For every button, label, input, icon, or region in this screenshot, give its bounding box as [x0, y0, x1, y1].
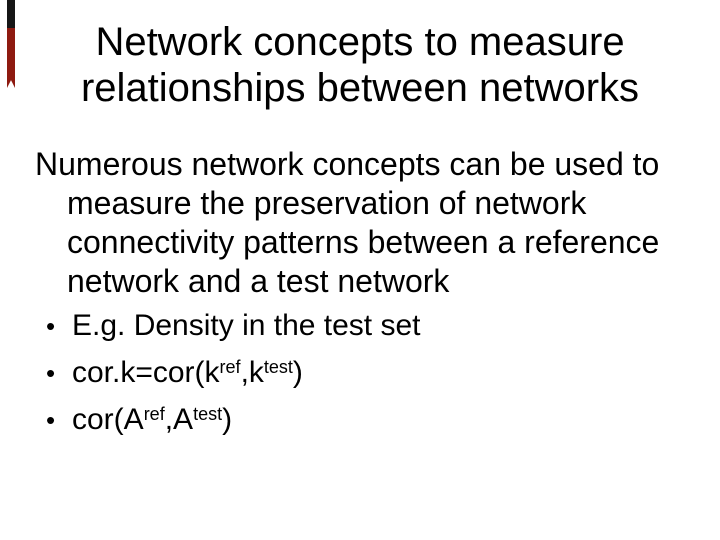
formula-text: cor(A	[72, 403, 144, 436]
body-paragraph: Numerous network concepts can be used to…	[35, 145, 659, 301]
superscript-test: test	[263, 357, 293, 377]
paragraph-line: Numerous network concepts can be used to	[35, 146, 660, 182]
paragraph-line: measure the preservation of network	[67, 185, 587, 221]
bullet-text: E.g. Density in the test set	[72, 309, 421, 342]
superscript-ref: ref	[219, 357, 241, 377]
formula-text: cor.k=cor(k	[72, 356, 220, 389]
bullet-marker-icon: •	[46, 358, 56, 388]
formula-text: ,k	[240, 356, 264, 389]
paragraph-line: network and a test network	[67, 263, 450, 299]
bookmark-ribbon-icon	[7, 0, 15, 88]
bullet-item-cor-a: • cor(Aref,Atest)	[46, 400, 232, 443]
formula-text: )	[292, 356, 303, 389]
superscript-test: test	[193, 404, 223, 424]
bullet-marker-icon: •	[46, 405, 56, 435]
slide-title: Network concepts to measure relationship…	[0, 19, 720, 111]
bullet-marker-icon: •	[46, 311, 56, 341]
title-line-2: relationships between networks	[80, 66, 640, 110]
formula-text: )	[222, 403, 233, 436]
title-line-1: Network concepts to measure	[95, 20, 625, 64]
bullet-item-cor-k: • cor.k=cor(kref,ktest)	[46, 353, 303, 396]
superscript-ref: ref	[143, 404, 165, 424]
bullet-item-density: • E.g. Density in the test set	[46, 306, 421, 346]
paragraph-line: connectivity patterns between a referenc…	[67, 224, 660, 260]
formula-text: ,A	[164, 403, 194, 436]
